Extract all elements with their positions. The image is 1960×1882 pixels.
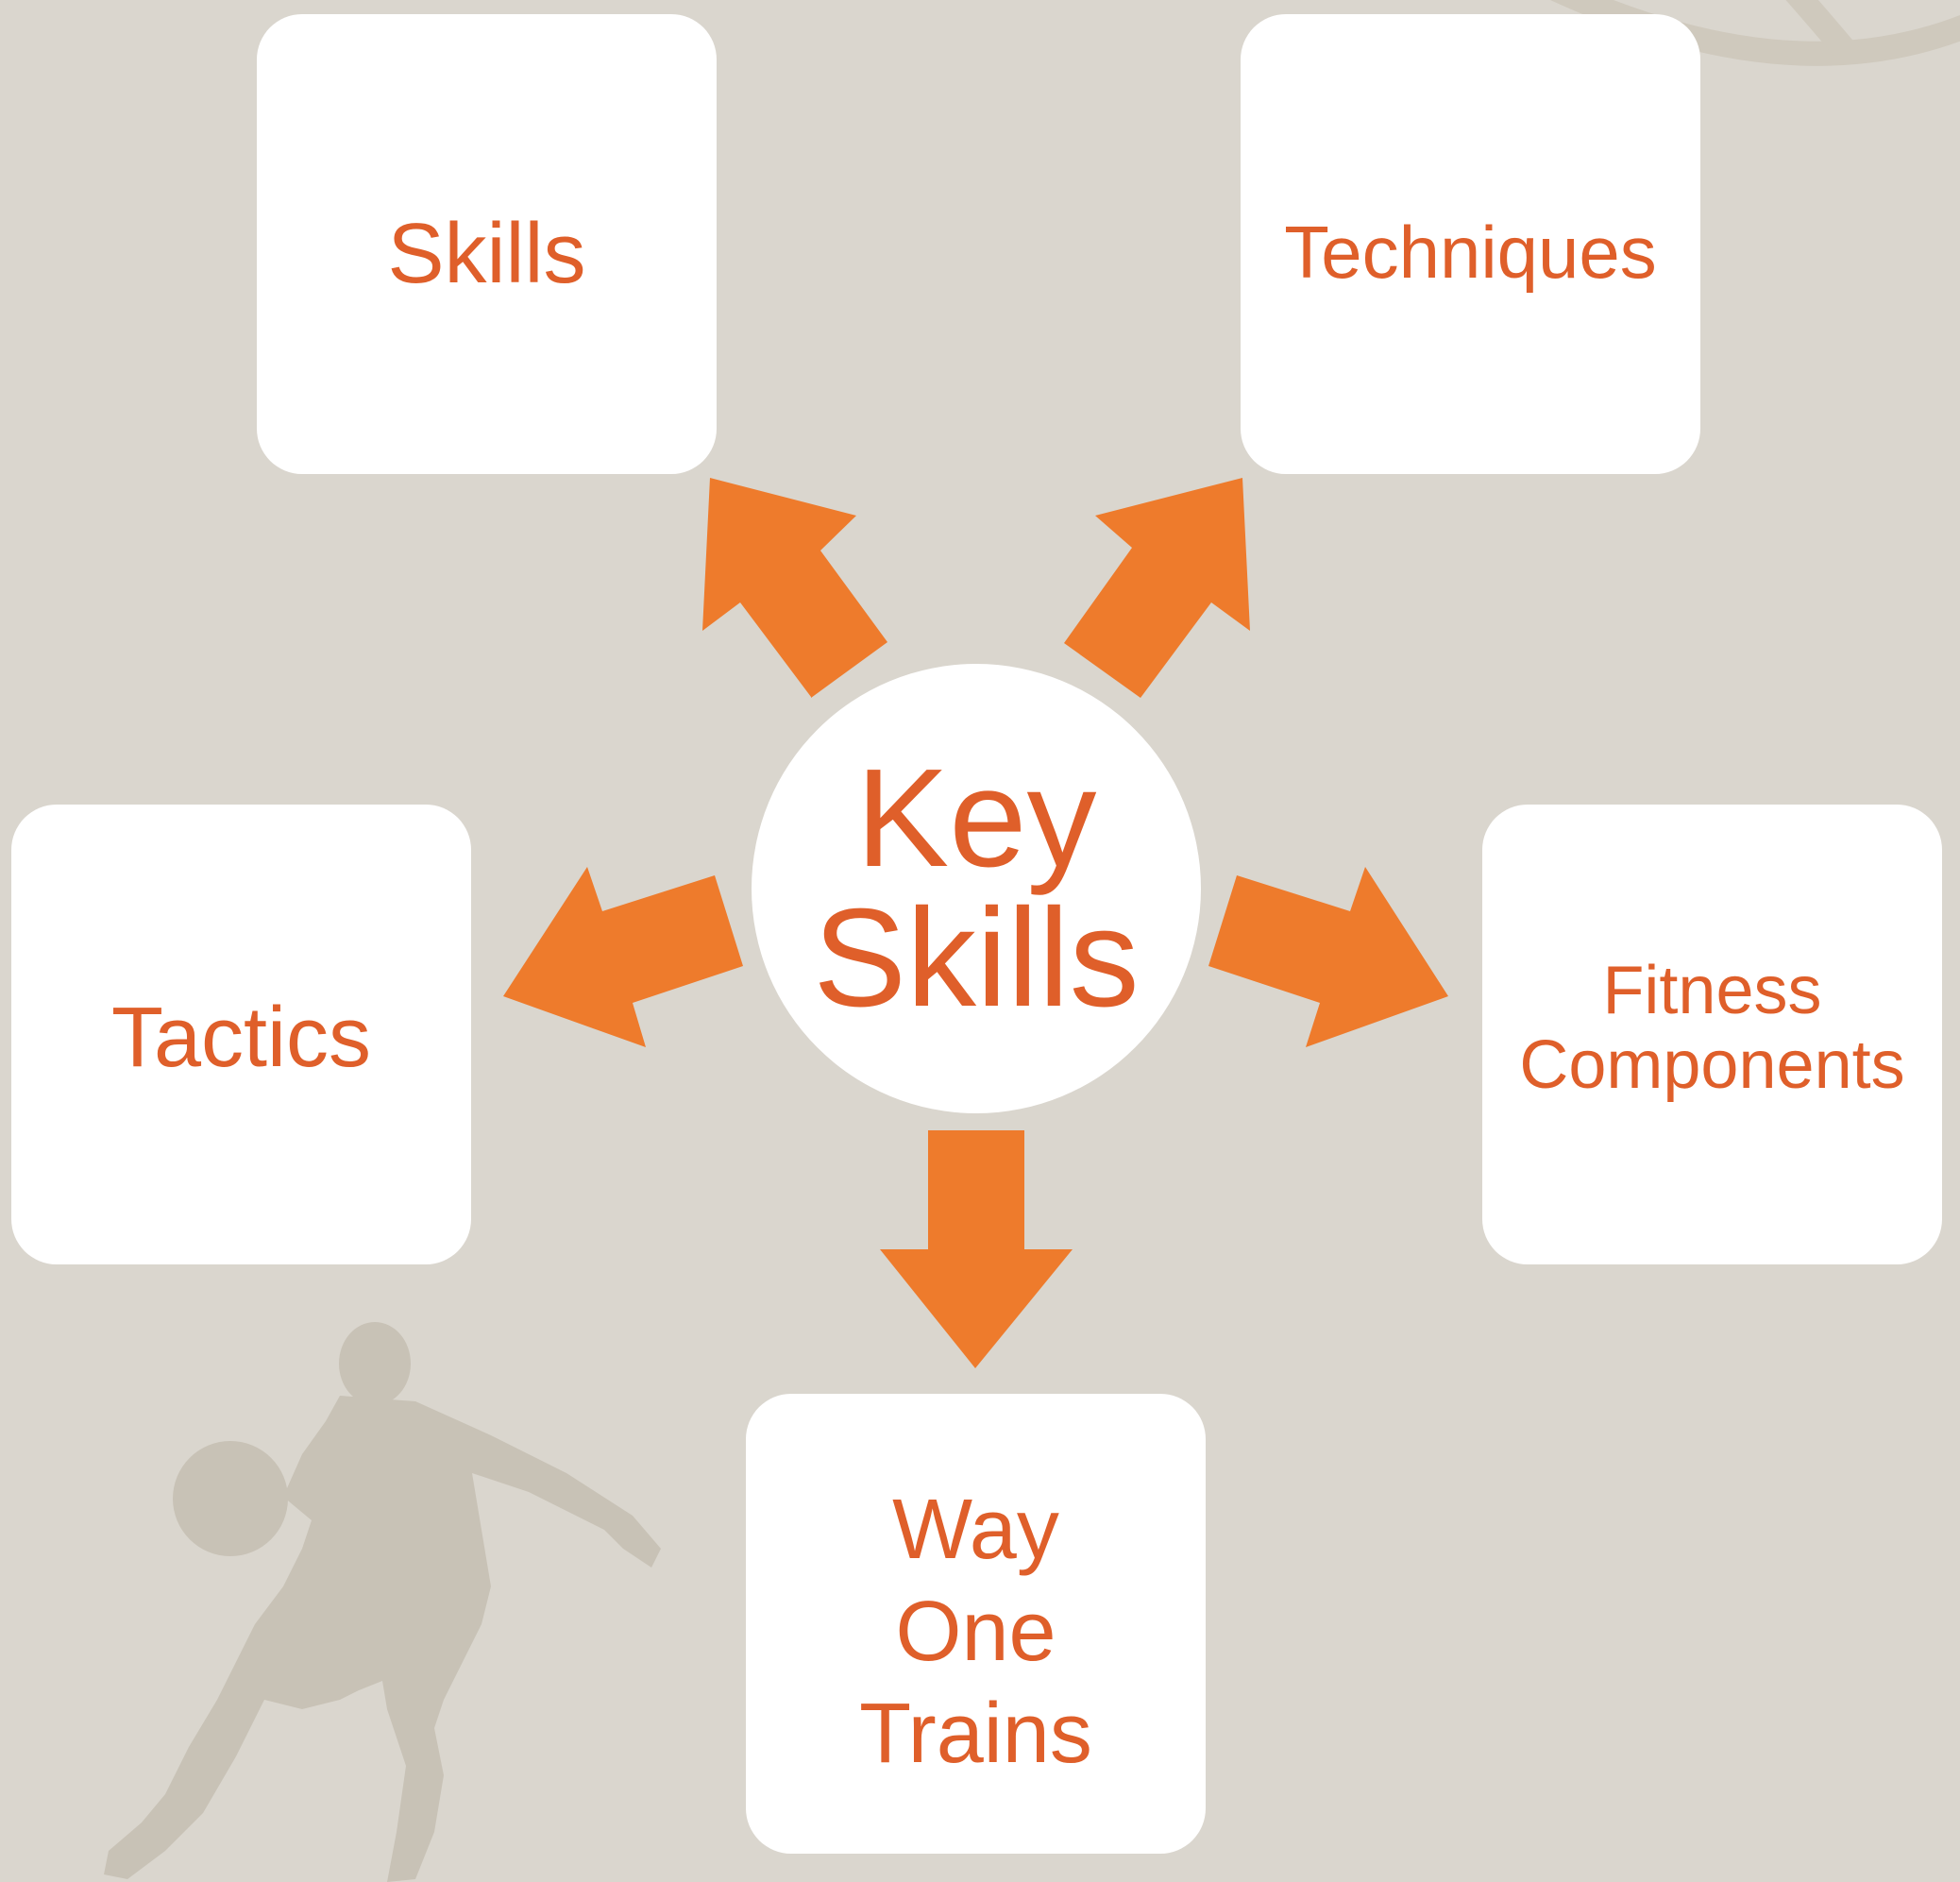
node-tactics-label: Tactics xyxy=(110,991,372,1085)
arrow-to-fitness xyxy=(1208,867,1448,1047)
node-fitness-components: Fitness Components xyxy=(1482,805,1942,1264)
arrow-to-way-one-trains xyxy=(880,1130,1073,1368)
node-way-one-trains: Way One Trains xyxy=(746,1394,1206,1854)
arrow-to-tactics xyxy=(503,867,743,1047)
node-skills: Skills xyxy=(257,14,717,474)
center-label-line-1: Key xyxy=(855,740,1097,896)
center-node: Key Skills xyxy=(752,664,1201,1113)
node-way-line-2: One xyxy=(895,1585,1056,1679)
basketball-arc-icon xyxy=(1550,0,1960,66)
node-way-one-trains-label: Way One Trains xyxy=(746,1479,1206,1785)
basketball-player-silhouette-icon xyxy=(104,1322,661,1882)
node-fitness-components-label: Fitness Components xyxy=(1482,953,1942,1104)
node-fitness-line-2: Components xyxy=(1519,1027,1905,1104)
node-way-line-1: Way xyxy=(892,1483,1059,1577)
arrows xyxy=(503,478,1448,1368)
arrow-to-techniques xyxy=(1064,478,1250,698)
node-way-line-3: Trains xyxy=(859,1687,1092,1781)
node-techniques: Techniques xyxy=(1241,14,1700,474)
node-skills-label: Skills xyxy=(387,207,586,301)
center-label-line-2: Skills xyxy=(813,880,1140,1036)
node-techniques-label: Techniques xyxy=(1284,211,1657,294)
node-tactics: Tactics xyxy=(11,805,471,1264)
center-label: Key Skills xyxy=(752,749,1201,1028)
arrow-to-skills xyxy=(702,478,887,698)
node-fitness-line-1: Fitness xyxy=(1602,953,1822,1028)
